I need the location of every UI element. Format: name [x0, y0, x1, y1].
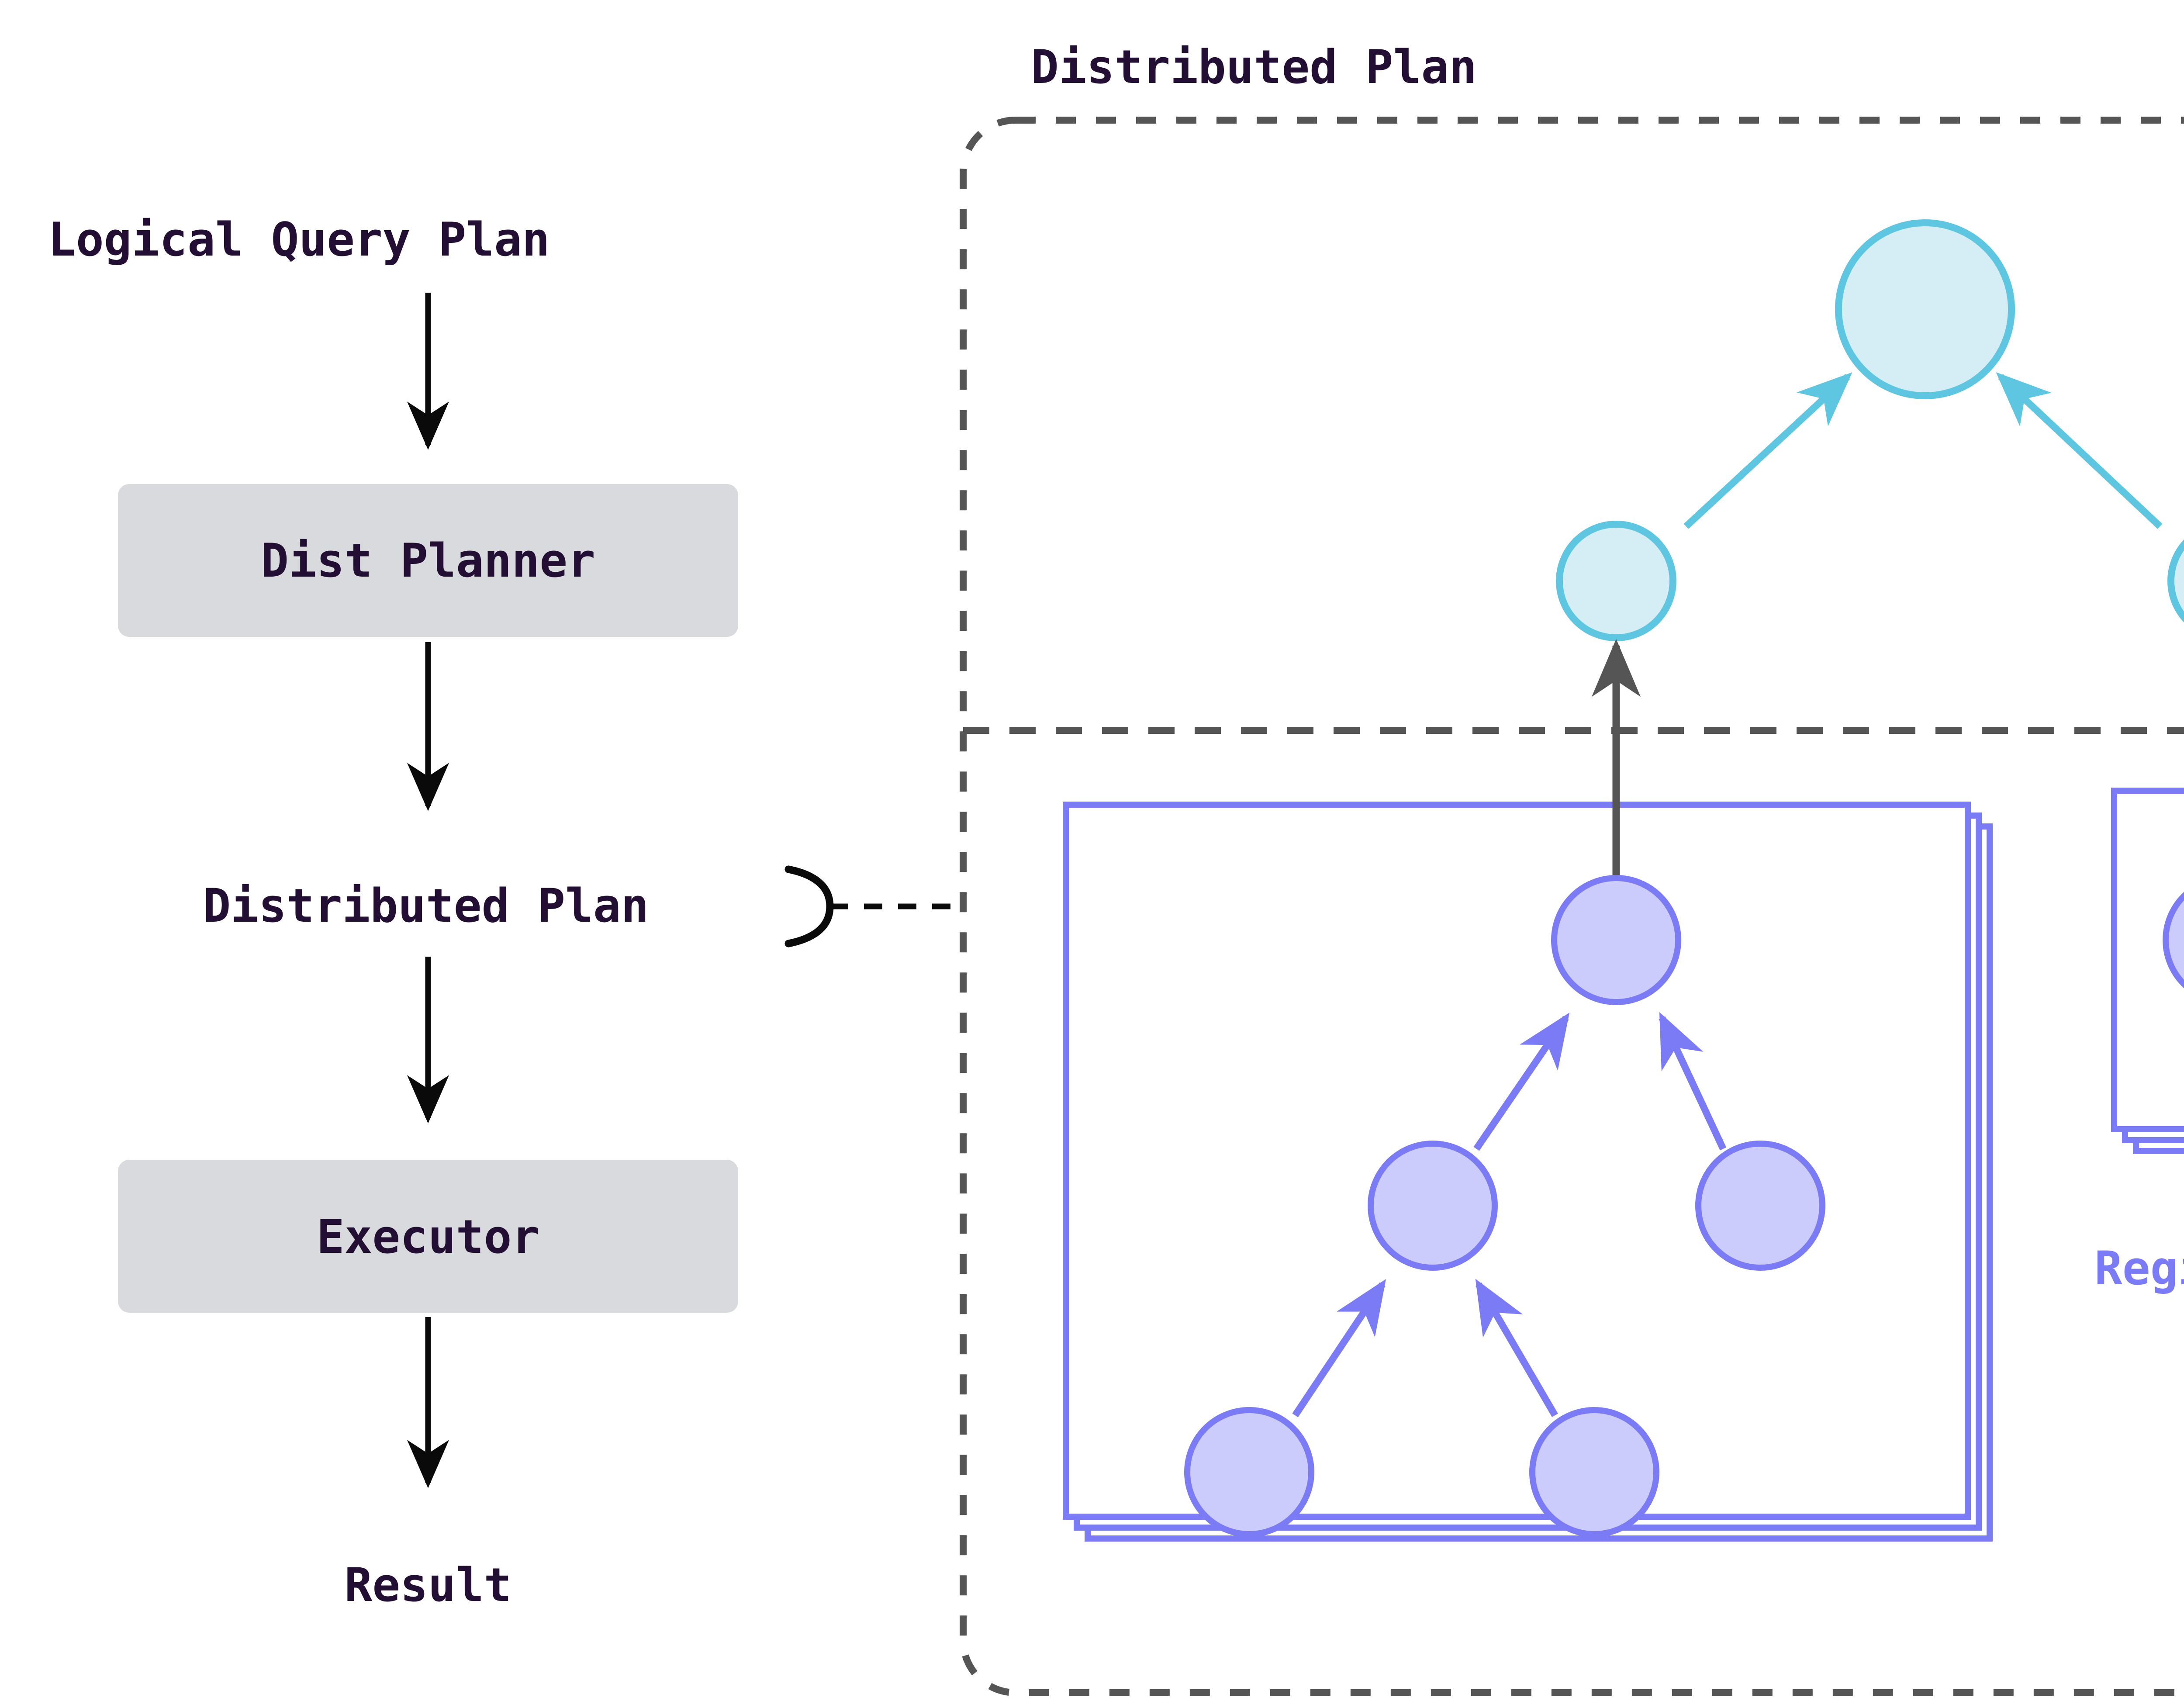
edge-dn-leaf2-to-mid [1475, 1279, 1558, 1418]
edge-dn-leaf1-to-mid [1292, 1279, 1386, 1418]
frontend-node-right[interactable] [2167, 524, 2184, 638]
edge-dn-mid-to-root [1473, 1013, 1570, 1151]
datanode-node-left-right[interactable] [1695, 1141, 1825, 1271]
edge-fe-right-to-root [1996, 372, 2163, 529]
datanode-node-left-leaf1[interactable] [1184, 1407, 1314, 1537]
distributed-plan-label: Distributed Plan [203, 879, 649, 933]
datanode-node-left-root[interactable] [1551, 875, 1681, 1005]
edge-dn-right-to-root [1659, 1012, 1727, 1151]
plan-brace-icon [784, 865, 834, 947]
datanode-node-left-leaf2[interactable] [1529, 1407, 1659, 1537]
dist-planner-label: Dist Planner [261, 534, 595, 588]
dist-planner-box[interactable] [118, 484, 738, 637]
executor-box[interactable] [118, 1160, 738, 1313]
datanode-node-right-root[interactable] [2163, 878, 2184, 1002]
distributed-plan-container [960, 117, 2184, 1696]
frontend-node-left[interactable] [1556, 521, 1676, 641]
container-title: Distributed Plan [1031, 40, 1477, 94]
edge-fe-left-to-root [1683, 372, 1852, 529]
logical-query-plan-label: Logical Query Plan [48, 213, 550, 266]
executor-label: Executor [317, 1210, 540, 1264]
regions-label: Regions [2094, 1241, 2184, 1295]
frontend-node-root[interactable] [1835, 219, 2015, 399]
result-label: Result [345, 1558, 512, 1612]
datanode-node-left-mid[interactable] [1368, 1141, 1498, 1271]
region-stack-left-layer1[interactable] [1063, 802, 1971, 1520]
